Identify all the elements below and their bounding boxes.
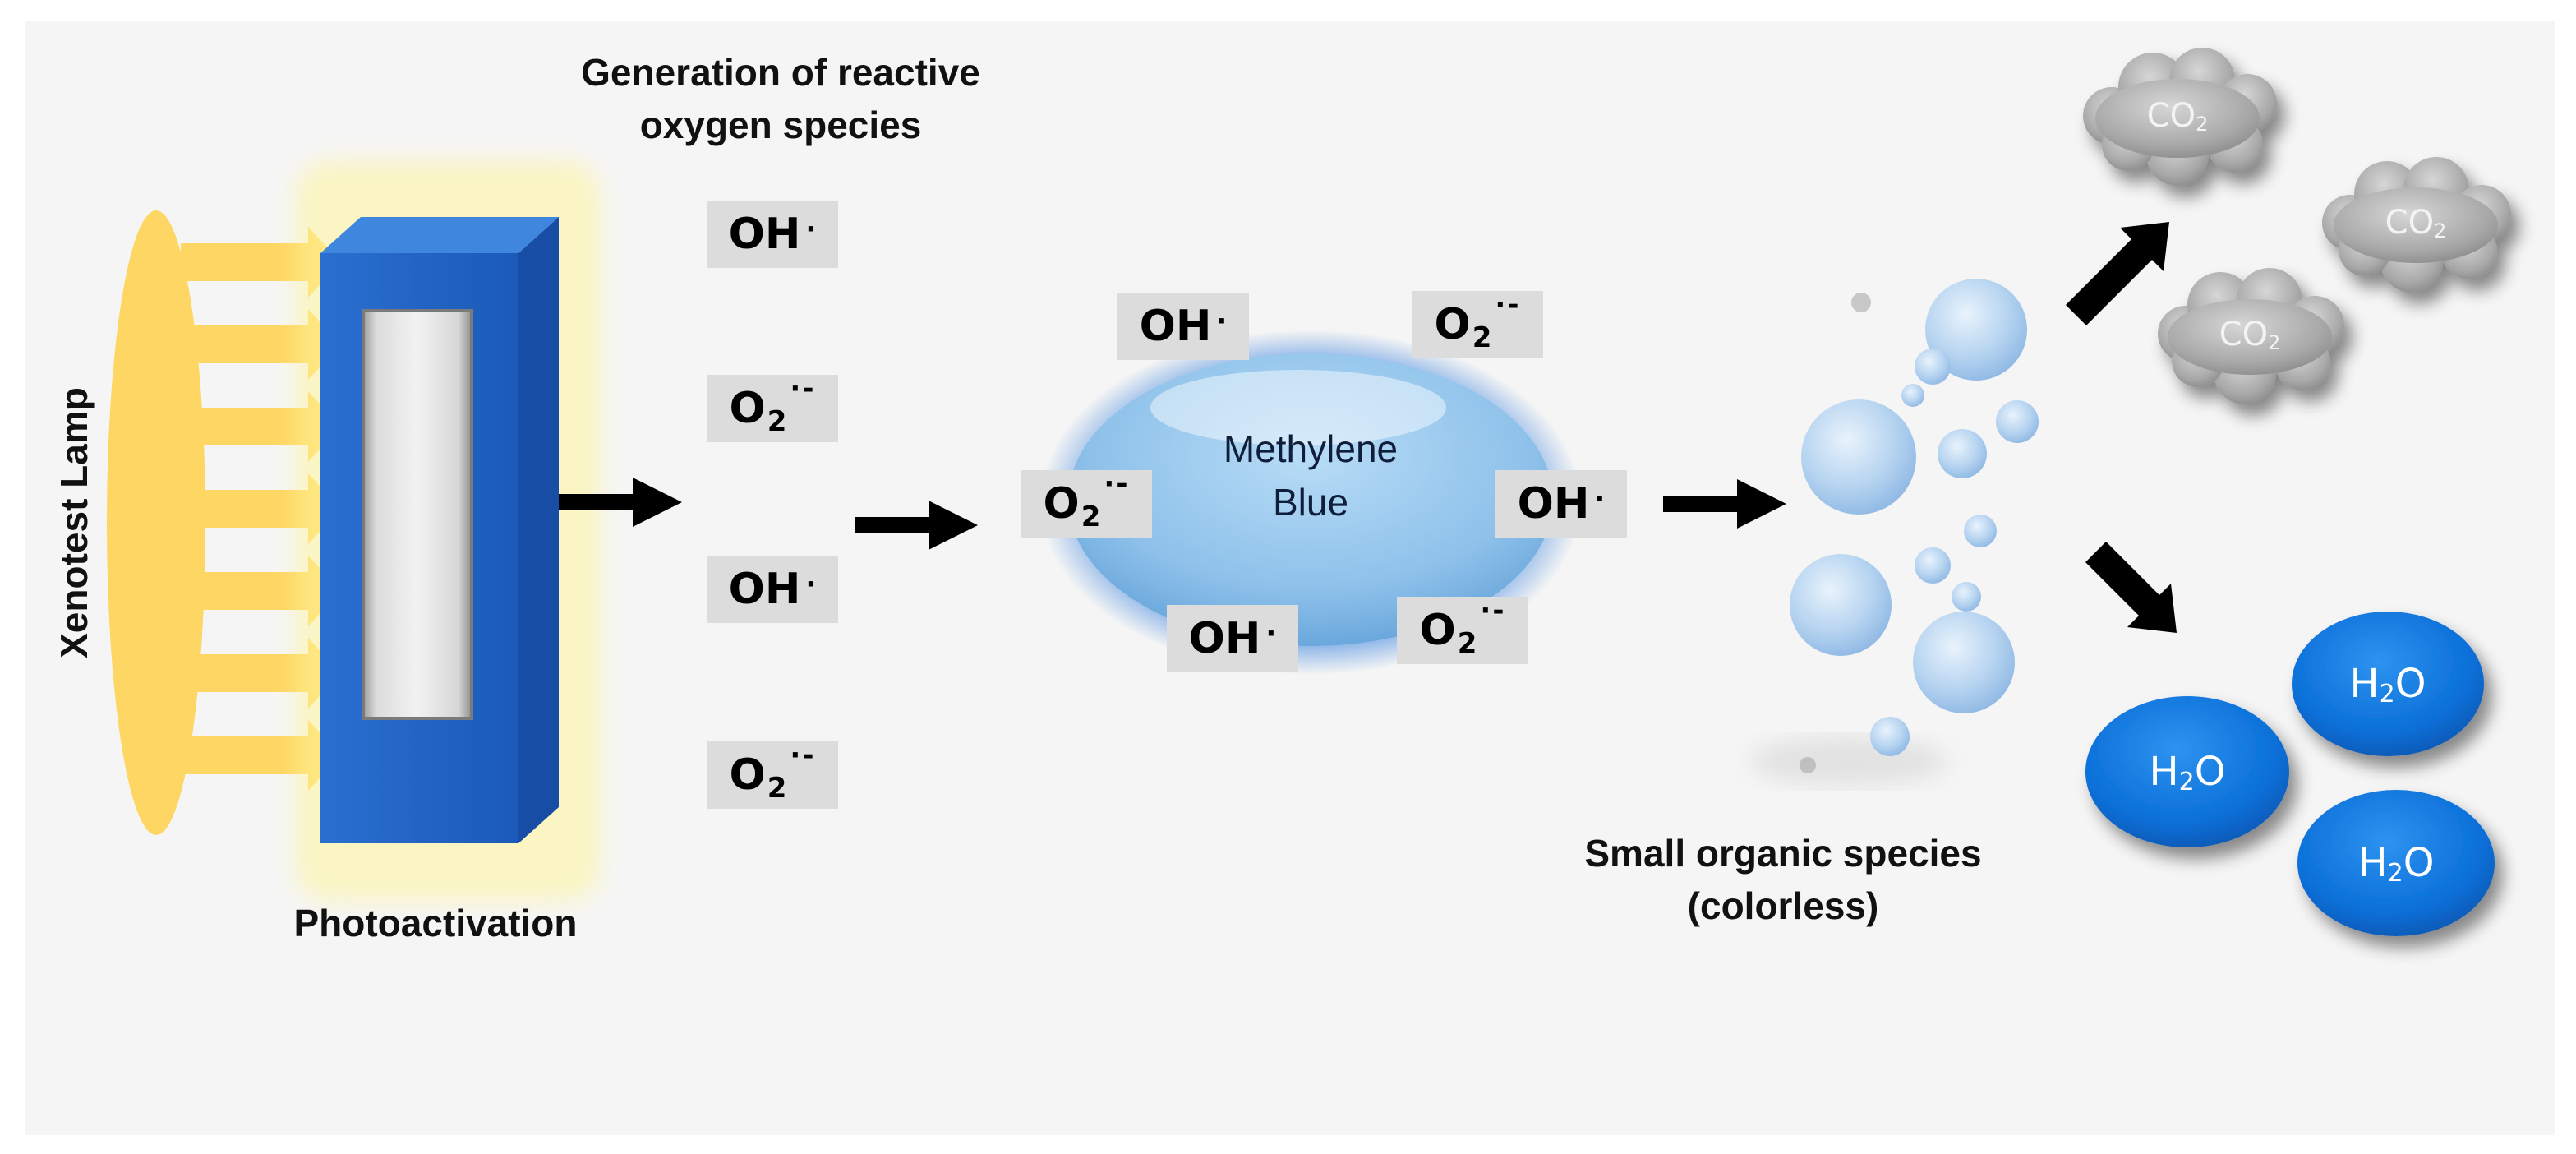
radical-oh-1: OH· bbox=[707, 201, 838, 268]
process-arrows bbox=[559, 222, 2177, 633]
co2-clouds bbox=[2083, 48, 2511, 404]
small-organic-line2: (colorless) bbox=[1687, 884, 1879, 927]
lamp-label: Xenotest Lamp bbox=[53, 387, 95, 658]
diagram-panel: Xenotest Lamp Photoactivation Generation… bbox=[25, 21, 2555, 1135]
organic-species-bubbles bbox=[1750, 279, 2039, 786]
small-organic-line1: Small organic species bbox=[1584, 832, 1982, 875]
diagram-graphics bbox=[107, 48, 2511, 936]
radical-oh-mb-bottom: OH· bbox=[1167, 605, 1298, 672]
photoactivated-sample bbox=[296, 161, 600, 901]
radical-oh-mb-right: OH· bbox=[1495, 470, 1627, 538]
methylene-blue-line2: Blue bbox=[1272, 481, 1349, 524]
photoactivation-label: Photoactivation bbox=[293, 902, 578, 944]
generation-title-line1: Generation of reactive bbox=[581, 51, 980, 94]
methylene-blue-molecule bbox=[1039, 330, 1582, 675]
water-droplets bbox=[2085, 612, 2495, 936]
radical-oh-2: OH· bbox=[707, 556, 838, 623]
methylene-blue-line1: Methylene bbox=[1223, 427, 1399, 470]
generation-title-line2: oxygen species bbox=[639, 104, 922, 146]
radical-oh-mb-top: OH· bbox=[1117, 293, 1249, 360]
